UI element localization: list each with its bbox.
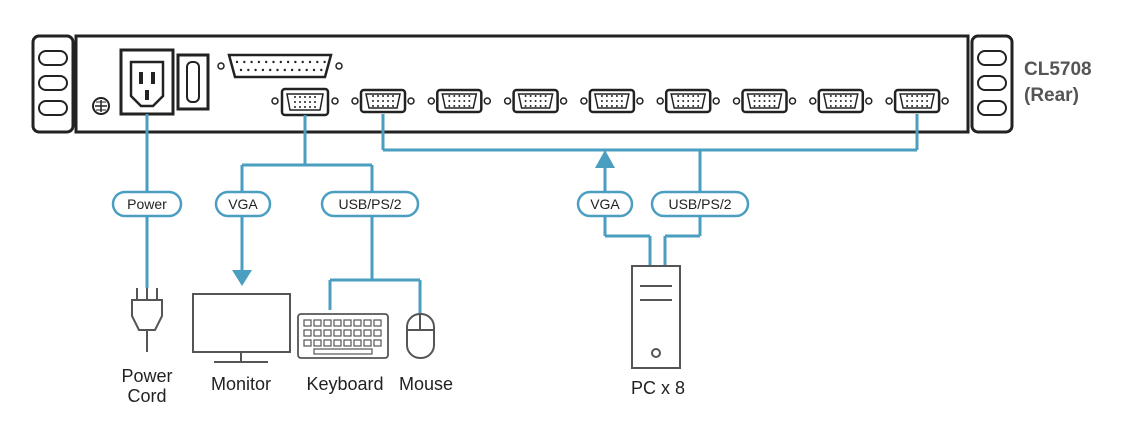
svg-text:VGA: VGA	[590, 196, 620, 212]
svg-text:Power: Power	[127, 196, 167, 212]
kvm-port-4-icon	[580, 88, 644, 114]
console-vga-port-icon	[271, 87, 339, 117]
svg-text:USB/PS/2: USB/PS/2	[338, 196, 401, 212]
model-subtitle: (Rear)	[1024, 85, 1079, 106]
db25-port-icon	[217, 53, 343, 79]
arrow-up-kvm-icon	[595, 150, 615, 168]
monitor-label: Monitor	[211, 374, 271, 394]
kvm-chassis	[74, 34, 970, 134]
monitor-icon	[192, 293, 291, 363]
kvm-port-8-icon	[885, 88, 949, 114]
keyboard-icon	[297, 313, 389, 359]
mouse-icon	[406, 313, 435, 359]
label-vga-pc: VGA	[576, 190, 634, 218]
mouse-label: Mouse	[399, 374, 453, 394]
svg-text:VGA: VGA	[228, 196, 258, 212]
label-power: Power	[111, 190, 183, 218]
power-switch-icon	[176, 53, 210, 111]
arrow-down-monitor-icon	[232, 270, 252, 286]
pc-label: PC x 8	[631, 378, 685, 398]
label-vga-console: VGA	[214, 190, 272, 218]
pc-tower-icon	[631, 265, 681, 369]
kvm-port-row	[351, 88, 949, 114]
kvm-port-5-icon	[656, 88, 720, 114]
label-usb-pc: USB/PS/2	[650, 190, 750, 218]
kvm-port-2-icon	[427, 88, 492, 114]
label-usb-console: USB/PS/2	[320, 190, 420, 218]
svg-text:USB/PS/2: USB/PS/2	[668, 196, 731, 212]
ground-screw-icon	[92, 97, 110, 115]
power-cord-label: Power	[121, 366, 172, 386]
kvm-port-6-icon	[732, 88, 797, 114]
keyboard-label: Keyboard	[306, 374, 383, 394]
kvm-port-3-icon	[503, 88, 568, 114]
left-rack-ear	[31, 34, 75, 134]
power-cord-label-2: Cord	[127, 386, 166, 406]
power-socket-icon	[119, 48, 175, 116]
model-title: CL5708	[1024, 59, 1092, 80]
kvm-port-7-icon	[809, 88, 873, 114]
right-rack-ear	[970, 34, 1014, 134]
kvm-port-1-icon	[351, 88, 415, 114]
power-plug-icon	[131, 288, 163, 352]
